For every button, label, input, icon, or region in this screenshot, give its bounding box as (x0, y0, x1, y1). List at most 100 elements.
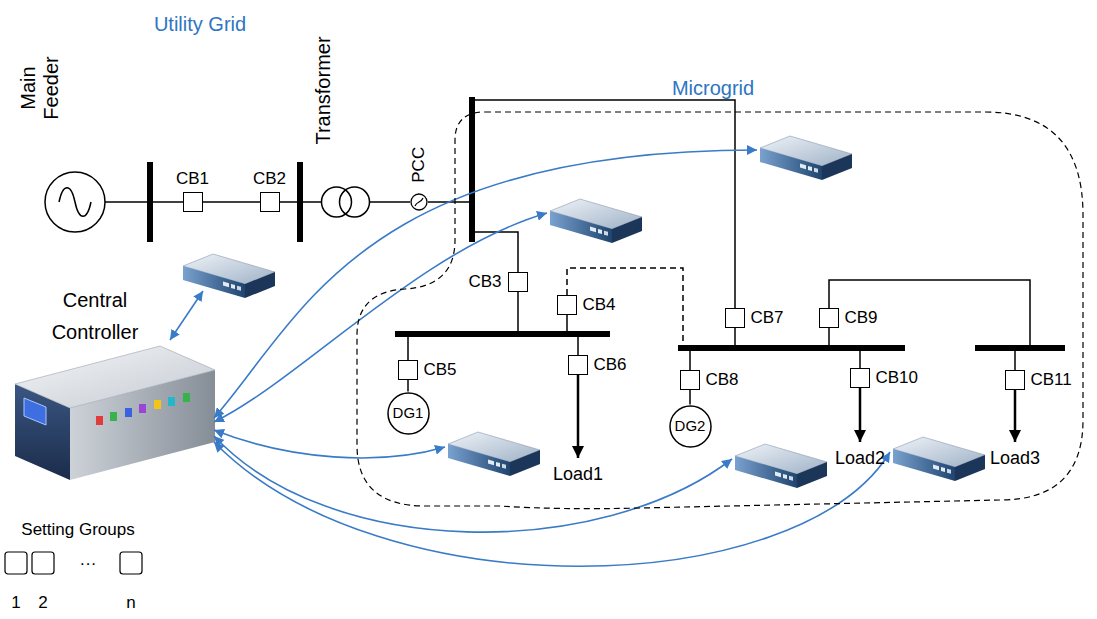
area-label: Utility Grid (154, 13, 246, 36)
pcc-symbol-outline (410, 193, 428, 211)
breaker-label: CB3 (468, 272, 501, 292)
winding-circle (340, 187, 370, 217)
microgrid-region: MicrogridCB3CB4CB7CB9CB5CB6CB8CB10CB11DG… (350, 105, 1090, 515)
wire-connector (407, 380, 409, 392)
circuit-breaker: CB1 (183, 192, 203, 212)
pcc-circle (411, 194, 427, 210)
pcc-mark (415, 198, 423, 206)
bus-bar (297, 162, 303, 242)
central-controller: Central Controller (15, 346, 215, 480)
comm-link (170, 291, 203, 340)
relay-device (735, 444, 827, 488)
load-arrow (1014, 390, 1017, 442)
generator-label: DG2 (675, 417, 706, 434)
generator-label: DG1 (393, 404, 424, 421)
microgrid-region-outline (350, 105, 1090, 515)
wire (105, 201, 183, 203)
group-caption: Setting Groups (21, 520, 134, 540)
breaker-label: CB9 (845, 308, 878, 328)
main-feeder-source-outline (44, 171, 106, 233)
breaker-label: CB11 (1031, 370, 1072, 390)
circuit-breaker: CB9 (819, 308, 839, 328)
bus-bar (147, 162, 153, 242)
led (96, 416, 103, 425)
circuit-breaker: CB7 (725, 308, 745, 328)
buses (150, 97, 1065, 348)
device-face (15, 346, 215, 408)
wire-connector (370, 201, 410, 203)
controller-label: Central Controller (35, 284, 155, 348)
pcc-symbol: PCC (410, 193, 428, 211)
power-wires (105, 100, 1030, 370)
led (168, 397, 175, 406)
circuit-breaker: CB2 (260, 192, 280, 212)
bus-bar (469, 97, 475, 242)
wire (577, 334, 579, 355)
group-number: 2 (38, 593, 47, 613)
relay-device (448, 432, 540, 476)
load-arrow (859, 388, 862, 442)
pcc-label: PCC (409, 135, 429, 195)
circuit-breaker: CB6 (568, 355, 588, 375)
comm-link (214, 430, 445, 458)
setting-group-boxes (5, 552, 142, 574)
breaker-label: CB5 (424, 360, 457, 380)
bus-bar (395, 331, 610, 337)
wire (407, 334, 409, 360)
circuit-breaker: CB10 (850, 368, 870, 388)
circuit-breaker: CB11 (1005, 370, 1025, 390)
wire (1014, 348, 1016, 370)
bus-bar (975, 345, 1065, 351)
comm-link (214, 436, 732, 532)
led (154, 400, 161, 409)
transformer-symbol: Transformer (321, 186, 370, 218)
dg-source: DG2 (669, 405, 712, 448)
breaker-label: CB1 (176, 169, 209, 189)
load-label: Load1 (553, 464, 603, 485)
setting-box (5, 552, 27, 574)
source-label: Main Feeder (17, 48, 63, 128)
relay-device (893, 437, 985, 481)
comm-link (214, 213, 547, 422)
load-arrow (577, 375, 580, 458)
led (183, 393, 190, 402)
wire (689, 348, 691, 370)
comm-links (170, 150, 890, 566)
generator-circle (670, 406, 711, 447)
relay-device (183, 254, 275, 298)
device-screen (24, 398, 46, 425)
breaker-label: CB2 (253, 169, 286, 189)
group-number: n (126, 593, 135, 613)
wire (829, 280, 1030, 348)
dg-source: DG1 (387, 392, 430, 435)
sine-symbol (59, 188, 91, 217)
breaker-label: CB10 (876, 368, 919, 388)
wire-connector (203, 201, 260, 203)
circuit-breaker: CB8 (680, 370, 700, 390)
load-label: Load2 (835, 448, 885, 469)
wire (517, 292, 519, 334)
ellipsis-mark: ··· (80, 554, 97, 574)
led (139, 404, 146, 413)
circuit-breaker: CB4 (557, 295, 577, 315)
breaker-label: CB8 (706, 370, 739, 390)
winding-circle (322, 187, 352, 217)
led (125, 408, 132, 417)
controller-device (15, 346, 215, 480)
bus-bar (678, 345, 905, 351)
load-label: Load3 (990, 448, 1040, 469)
circuit-breaker: CB5 (398, 360, 418, 380)
breaker-label: CB6 (594, 355, 627, 375)
relay-device (760, 136, 852, 180)
wire (472, 100, 735, 308)
wire (472, 232, 518, 272)
breaker-label: CB7 (751, 308, 784, 328)
main-feeder-source: Main Feeder (44, 171, 106, 233)
circuit-breaker: CB3 (508, 272, 528, 292)
led (110, 412, 117, 421)
region-title: Microgrid (672, 77, 754, 100)
source-circle (45, 172, 105, 232)
generator-circle (388, 393, 429, 434)
